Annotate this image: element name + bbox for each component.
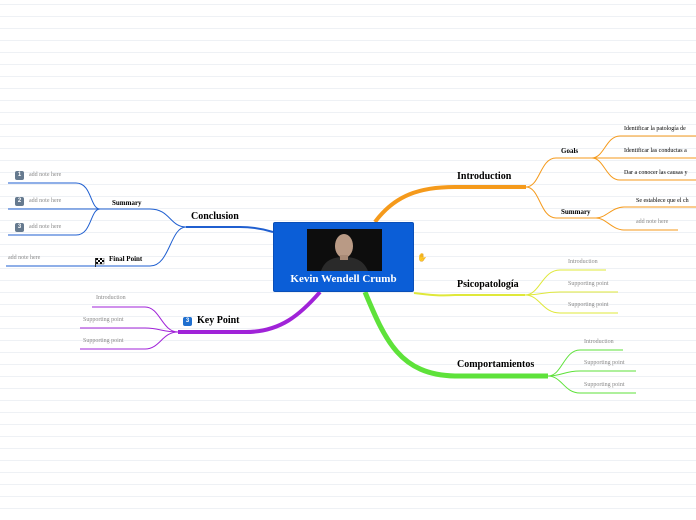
key-item-3[interactable]: Supporting point — [83, 338, 124, 344]
connector-conclusion — [186, 226, 274, 233]
subtopic-goals[interactable]: Goals — [561, 147, 579, 155]
topic-psicopatologia[interactable]: Psicopatología — [457, 279, 519, 290]
connector-summary-note — [595, 217, 678, 231]
comp-item-3[interactable]: Supporting point — [584, 382, 625, 388]
connector-psico-1 — [524, 269, 606, 296]
connector-comportamientos — [362, 291, 548, 379]
connector-goal-1 — [591, 135, 696, 159]
connector-psico-2 — [524, 291, 618, 296]
topic-keypoint[interactable]: Key Point — [197, 315, 240, 326]
psico-item-2[interactable]: Supporting point — [568, 281, 609, 287]
connector-introduction — [373, 185, 526, 224]
topic-comportamientos[interactable]: Comportamientos — [457, 359, 535, 370]
connector-note-1 — [8, 182, 101, 210]
connector-psico-3 — [524, 294, 618, 314]
keypoint-number-badge: 3 — [183, 317, 192, 326]
connector-summary-text — [595, 206, 696, 219]
conclusion-note-2[interactable]: add note here — [29, 198, 62, 204]
connector-goal-3 — [591, 157, 696, 181]
connector-keypoint — [178, 290, 322, 334]
goal-item-1[interactable]: Identificar la patología de — [624, 126, 686, 132]
connector-conc-summary — [100, 208, 187, 228]
subtopic-final-point[interactable]: Final Point — [109, 255, 143, 263]
central-topic[interactable]: Kevin Wendell Crumb — [273, 222, 414, 292]
psico-item-3[interactable]: Supporting point — [568, 302, 609, 308]
connector-conc-final — [90, 226, 187, 267]
conclusion-note-1[interactable]: add note here — [29, 172, 62, 178]
connector-key-3 — [80, 331, 179, 350]
subtopic-conclusion-summary[interactable]: Summary — [112, 199, 142, 207]
comp-item-1[interactable]: Introduction — [584, 339, 614, 345]
subtopic-intro-summary[interactable]: Summary — [561, 208, 591, 216]
connector-key-1 — [92, 306, 179, 333]
comp-item-2[interactable]: Supporting point — [584, 360, 625, 366]
topic-conclusion[interactable]: Conclusion — [191, 211, 239, 222]
connector-psicopatologia — [413, 292, 525, 297]
checkered-flag-icon — [95, 254, 105, 267]
connector-comp-2 — [547, 370, 636, 377]
central-topic-title: Kevin Wendell Crumb — [290, 273, 397, 285]
intro-summary-text[interactable]: Se establece que el ch — [636, 198, 689, 204]
connector-goals — [525, 157, 592, 188]
connector-comp-1 — [547, 349, 623, 377]
topic-introduction[interactable]: Introduction — [457, 171, 512, 182]
conclusion-note-3[interactable]: add note here — [29, 224, 62, 230]
portrait-image — [307, 229, 382, 271]
key-item-2[interactable]: Supporting point — [83, 317, 124, 323]
goal-item-2[interactable]: Identificar las conductas a — [624, 148, 687, 154]
connector-intro-summary — [525, 186, 596, 219]
psico-item-1[interactable]: Introduction — [568, 259, 598, 265]
connector-note-3 — [8, 208, 101, 236]
note-number-badge-3: 3 — [15, 223, 24, 232]
goal-item-3[interactable]: Dar a conocer las causas y — [624, 170, 688, 176]
note-number-badge-1: 1 — [15, 171, 24, 180]
key-item-1[interactable]: Introduction — [96, 295, 126, 301]
note-number-badge-2: 2 — [15, 197, 24, 206]
connector-key-2 — [80, 327, 179, 333]
intro-summary-note[interactable]: add note here — [636, 219, 669, 225]
connector-comp-3 — [547, 375, 636, 394]
final-point-note[interactable]: add note here — [8, 255, 41, 261]
drag-hand-icon: ✋ — [417, 253, 427, 262]
